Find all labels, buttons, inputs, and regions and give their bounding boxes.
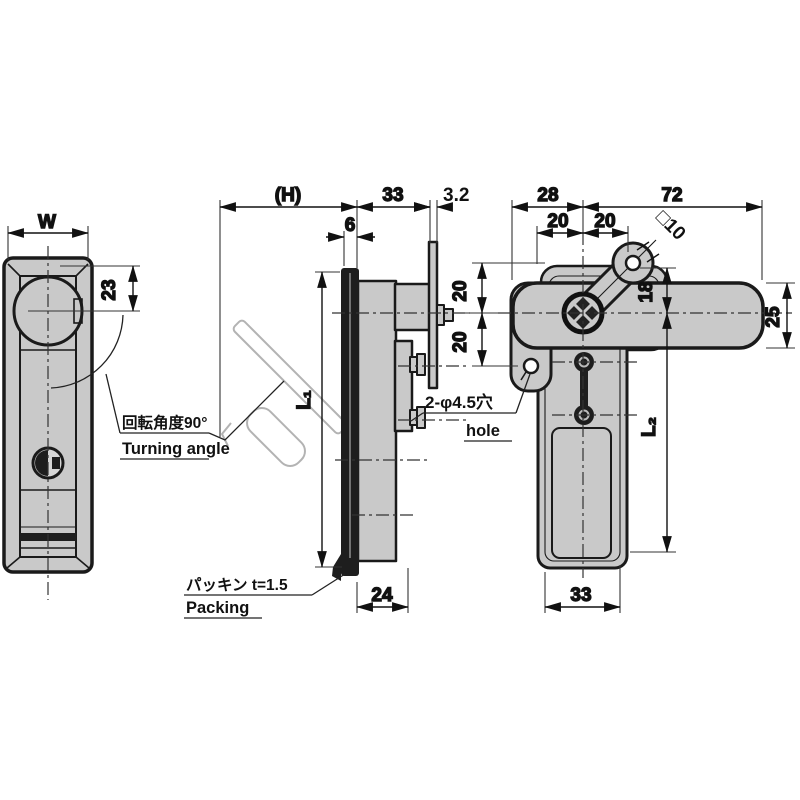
dim-label-6: 6	[345, 215, 356, 236]
side-packing-strip	[332, 268, 359, 581]
dim-gap-6: 6	[326, 214, 375, 266]
note-holes: 2-φ4.5穴 hole	[410, 373, 531, 442]
note-packing: パッキン t=1.5 Packing	[184, 573, 346, 619]
rear-lower-panel	[551, 427, 612, 559]
dim-label-h: (H)	[275, 185, 301, 206]
dim-label-32: 3.2	[443, 185, 469, 206]
dim-pivot-23: 23	[60, 265, 140, 312]
dim-lever-25: 25	[762, 282, 795, 349]
dim-arm-72: 72	[582, 184, 763, 280]
turning-angle-jp: 回転角度90°	[122, 413, 207, 432]
dim-label-l1: L₁	[294, 390, 315, 410]
dim-label-20-h1: 20	[547, 211, 568, 232]
dim-flange-32: 3.2	[414, 185, 469, 243]
dim-width-33-rear: 33	[544, 565, 621, 613]
dim-label-25: 25	[763, 306, 784, 328]
front-view: W 23	[2, 211, 140, 600]
dim-label-20-v2: 20	[450, 331, 471, 352]
rear-plate-hole	[520, 357, 540, 381]
dim-width-24: 24	[356, 568, 409, 613]
dim-top-18: 18	[635, 267, 676, 314]
dim-label-23: 23	[99, 279, 120, 300]
dim-length-l1: L₁	[293, 271, 342, 568]
packing-jp: パッキン t=1.5	[186, 576, 288, 594]
side-upper-block	[393, 282, 432, 332]
side-bolt-upper	[409, 353, 426, 376]
side-view: (H) 33 3.2 6 L₁	[219, 184, 470, 613]
dim-label-20-v1: 20	[450, 280, 471, 301]
dim-label-w: W	[38, 212, 56, 233]
holes-jp: 2-φ4.5穴	[425, 392, 493, 412]
note-turning-angle: 回転角度90° Turning angle	[105, 373, 285, 460]
dim-label-l2: L₂	[639, 417, 660, 437]
rear-view: 28 72 20 20 □10 20	[449, 184, 795, 613]
dim-label-sq10: □10	[651, 207, 689, 245]
dim-label-72: 72	[661, 185, 682, 206]
dim-height-h: (H)	[219, 184, 358, 437]
dim-length-l2: L₂	[630, 312, 676, 553]
holes-en: hole	[466, 422, 500, 440]
side-bolt-lower	[409, 406, 426, 429]
dim-label-18: 18	[636, 281, 657, 302]
dim-label-33: 33	[382, 185, 403, 206]
dim-label-24: 24	[371, 585, 393, 606]
side-body	[356, 279, 398, 563]
dim-label-33-rear: 33	[570, 585, 591, 606]
turning-arc	[50, 314, 124, 389]
dim-label-20-h2: 20	[594, 211, 615, 232]
dim-offset-28: 28	[511, 184, 584, 280]
holes-leader-left	[410, 412, 424, 422]
dim-pitch-20-v: 20 20	[449, 262, 545, 367]
phantom-handle	[221, 319, 348, 467]
dim-label-28: 28	[537, 185, 558, 206]
packing-en: Packing	[186, 599, 249, 617]
turning-angle-en: Turning angle	[122, 440, 230, 458]
turning-leader-arc	[105, 373, 121, 434]
side-bracket	[393, 339, 414, 433]
rear-tab-hole	[624, 254, 642, 272]
packing-leader	[311, 573, 346, 596]
dim-pitch-20-h: 20 20	[536, 210, 629, 264]
side-nut	[436, 304, 454, 326]
turning-leader-handle	[208, 380, 285, 441]
holes-leader-right	[515, 373, 531, 414]
dim-width-w: W	[7, 211, 89, 260]
annotations: 回転角度90° Turning angle パッキン t=1.5 Packing…	[105, 373, 531, 619]
dim-depth-33: 33	[356, 184, 431, 243]
